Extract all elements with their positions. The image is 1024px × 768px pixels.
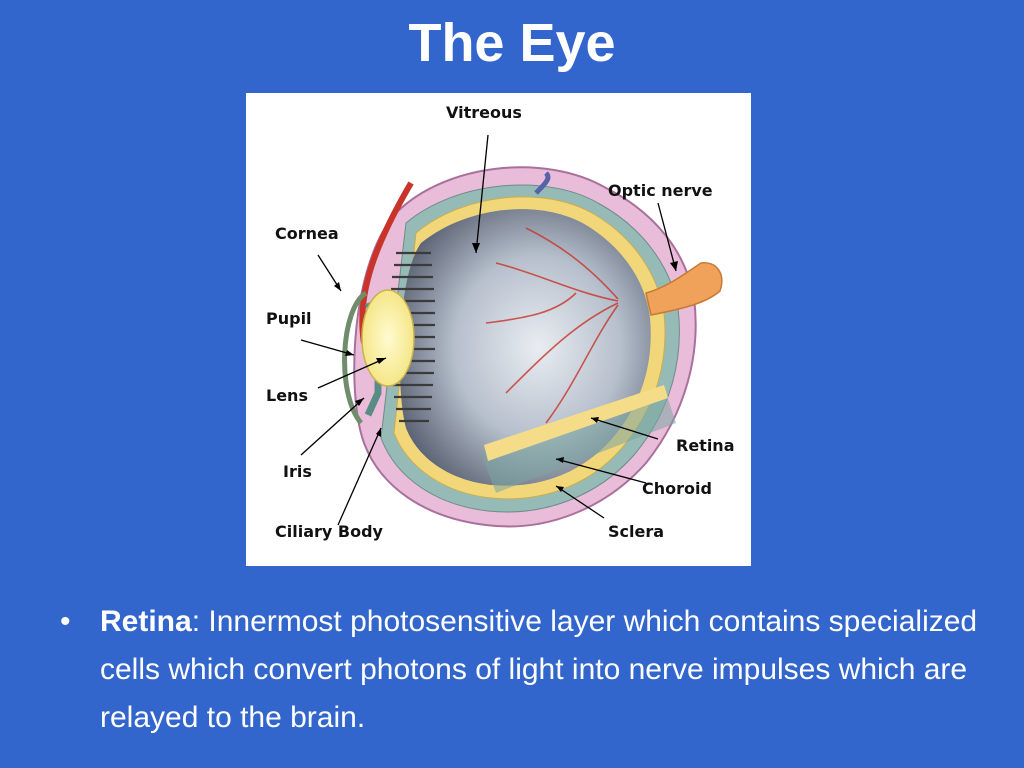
label-retina: Retina: [676, 436, 735, 455]
bullet-separator: :: [191, 605, 201, 638]
label-iris: Iris: [283, 462, 312, 481]
label-choroid: Choroid: [642, 479, 712, 498]
label-vitreous: Vitreous: [446, 103, 522, 122]
bullet-marker: •: [60, 605, 71, 638]
pointer-lines: [300, 134, 677, 526]
label-ciliary-body: Ciliary Body: [275, 522, 383, 541]
optic-nerve-shape: [645, 262, 723, 316]
bullet-item: • Retina: Innermost photosensitive layer…: [60, 598, 1000, 742]
bullet-text: Retina: Innermost photosensitive layer w…: [100, 598, 1000, 742]
label-sclera: Sclera: [608, 522, 665, 541]
label-cornea: Cornea: [275, 224, 339, 243]
slide-title: The Eye: [408, 13, 616, 73]
pointer-arrowheads: [334, 243, 678, 492]
label-pupil: Pupil: [266, 309, 312, 328]
retinal-vessels: [485, 227, 619, 424]
eye-illustration: [300, 134, 723, 528]
vein-top: [534, 171, 551, 195]
label-lens: Lens: [266, 386, 308, 405]
bullet-term: Retina: [100, 605, 192, 638]
lens-shape: [361, 289, 415, 387]
label-optic-nerve: Optic nerve: [608, 181, 713, 200]
cutaway-section: [481, 393, 676, 493]
eye-diagram: Vitreous Optic nerve Cornea Pupil Lens I…: [246, 93, 751, 566]
bullet-description: Innermost photosensitive layer which con…: [100, 605, 978, 734]
